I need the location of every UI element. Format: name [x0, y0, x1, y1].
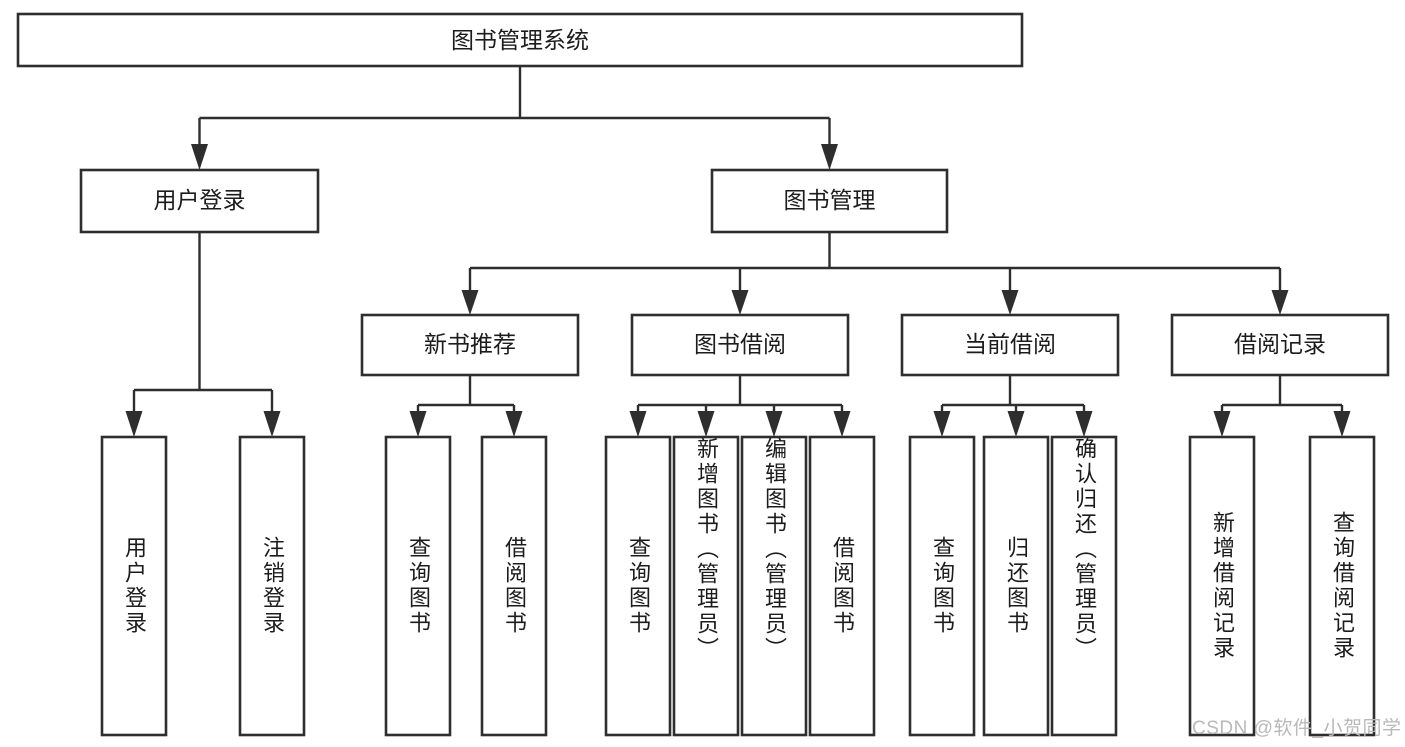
node-root-label: 图书管理系统: [451, 27, 589, 53]
node-book-manage[interactable]: 图书管理: [710, 168, 949, 234]
node-root[interactable]: 图书管理系统: [16, 12, 1024, 68]
node-book-manage-box[interactable]: [710, 168, 949, 234]
node-leaf-query-book-cb-box[interactable]: [908, 435, 976, 737]
arrow-head-leaf-confirm-return: [1075, 411, 1093, 437]
node-book-borrow-box[interactable]: [630, 313, 850, 377]
node-leaf-logout-box[interactable]: [238, 435, 306, 737]
arrow-head-leaf-user-login: [125, 411, 143, 437]
arrow-head-leaf-borrow-book-rec: [505, 411, 523, 437]
connector-group-book-borrow: [629, 375, 851, 437]
node-leaf-query-book-bb-box[interactable]: [604, 435, 672, 737]
node-leaf-query-book-rec-box[interactable]: [384, 435, 452, 737]
node-book-borrow-label: 图书借阅: [694, 331, 786, 357]
node-leaf-return-book-box[interactable]: [982, 435, 1050, 737]
arrow-head-leaf-logout: [263, 411, 281, 437]
arrow-head-borrow-record: [1271, 290, 1289, 315]
node-user-login[interactable]: 用户登录: [79, 168, 320, 234]
node-book-manage-label: 图书管理: [784, 187, 876, 213]
node-root-box[interactable]: [16, 12, 1024, 68]
node-current-borrow-box[interactable]: [900, 313, 1120, 377]
node-new-book-rec[interactable]: 新书推荐: [360, 313, 580, 377]
arrow-head-leaf-query-book-rec: [409, 411, 427, 437]
connector-group-new-book-rec: [409, 375, 523, 437]
node-leaf-query-record-box[interactable]: [1308, 435, 1376, 737]
connector-group-root: [191, 66, 838, 170]
node-leaf-user-login-box[interactable]: [100, 435, 168, 737]
arrow-head-leaf-add-book: [697, 411, 715, 437]
node-current-borrow-label: 当前借阅: [964, 331, 1056, 357]
arrow-head-new-book-rec: [461, 290, 479, 315]
leaf-boxes: [100, 435, 1376, 737]
arrow-head-leaf-add-record: [1213, 411, 1231, 437]
arrow-head-leaf-query-record: [1333, 411, 1351, 437]
arrow-head-leaf-return-book: [1007, 411, 1025, 437]
csdn-watermark: CSDN @软件_小贺同学: [1192, 718, 1402, 739]
arrow-head-leaf-query-book-cb: [933, 411, 951, 437]
node-current-borrow[interactable]: 当前借阅: [900, 313, 1120, 377]
arrow-head-leaf-borrow-book-bb: [833, 411, 851, 437]
node-new-book-rec-label: 新书推荐: [424, 331, 516, 357]
node-user-login-label: 用户登录: [154, 187, 246, 213]
arrow-head-current-borrow: [1001, 290, 1019, 315]
node-user-login-box[interactable]: [79, 168, 320, 234]
connector-group-current-borrow: [933, 375, 1093, 437]
arrow-head-leaf-query-book-bb: [629, 411, 647, 437]
node-borrow-record-label: 借阅记录: [1234, 331, 1326, 357]
node-borrow-record-box[interactable]: [1170, 313, 1390, 377]
node-leaf-borrow-book-bb-box[interactable]: [808, 435, 876, 737]
node-leaf-edit-book-box[interactable]: [740, 435, 808, 737]
connector-group-borrow-record: [1213, 375, 1351, 437]
node-leaf-borrow-book-rec-box[interactable]: [480, 435, 548, 737]
node-book-borrow[interactable]: 图书借阅: [630, 313, 850, 377]
connector-group-user-login: [125, 232, 281, 437]
node-leaf-add-book-box[interactable]: [672, 435, 740, 737]
node-leaf-add-record-box[interactable]: [1188, 435, 1256, 737]
node-new-book-rec-box[interactable]: [360, 313, 580, 377]
arrow-head-book-manage: [821, 144, 838, 170]
arrow-head-user-login: [191, 144, 208, 170]
connector-group-book-manage: [461, 232, 1289, 315]
node-borrow-record[interactable]: 借阅记录: [1170, 313, 1390, 377]
arrow-head-book-borrow: [731, 290, 749, 315]
arrow-head-leaf-edit-book: [765, 411, 783, 437]
node-leaf-confirm-return-box[interactable]: [1050, 435, 1118, 737]
